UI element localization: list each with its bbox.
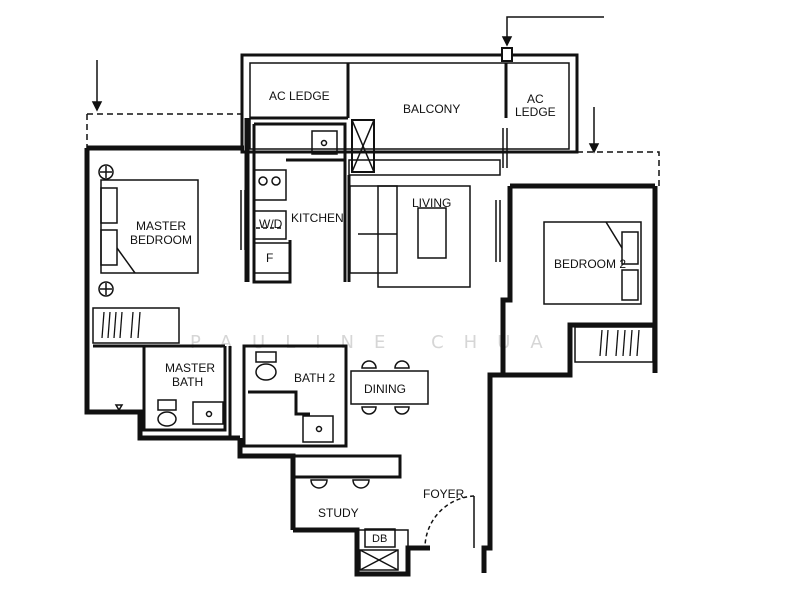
label-master-bath-1: MASTER [165,361,215,375]
label-master-bath-2: BATH [172,375,203,389]
outer-walls [84,118,658,577]
inner-walls [86,53,660,574]
label-ac-ledge-left: AC LEDGE [269,89,330,103]
label-ac-ledge-right-2: LEDGE [515,105,556,119]
section-arrows [91,16,604,154]
label-bath-2: BATH 2 [294,371,335,385]
wardrobe-hangers [101,311,640,357]
label-kitchen: KITCHEN [291,211,344,225]
label-balcony: BALCONY [403,102,460,116]
label-ac-ledge-right-1: AC [527,92,544,106]
windows [240,128,511,262]
bath-fixtures [114,351,334,443]
label-fridge: F [266,251,273,265]
room-labels: AC LEDGE BALCONY AC LEDGE MASTER BEDROOM… [130,89,626,545]
label-living: LIVING [412,196,451,210]
kitchen-fixtures [256,119,375,229]
label-db: DB [372,533,387,545]
label-study: STUDY [318,506,359,520]
label-foyer: FOYER [423,487,465,501]
entrance-door [359,495,475,571]
label-dining: DINING [364,382,406,396]
label-master-bedroom-2: BEDROOM [130,233,192,247]
label-bedroom-2: BEDROOM 2 [554,257,626,271]
watermark-text: PAULINE CHUA [190,332,563,353]
master-bed [98,164,199,297]
dining-chairs [310,360,410,489]
bedroom2-bed [543,221,642,305]
label-wd: W/D [259,217,283,231]
living-furniture [349,185,471,288]
label-master-bedroom-1: MASTER [136,219,186,233]
